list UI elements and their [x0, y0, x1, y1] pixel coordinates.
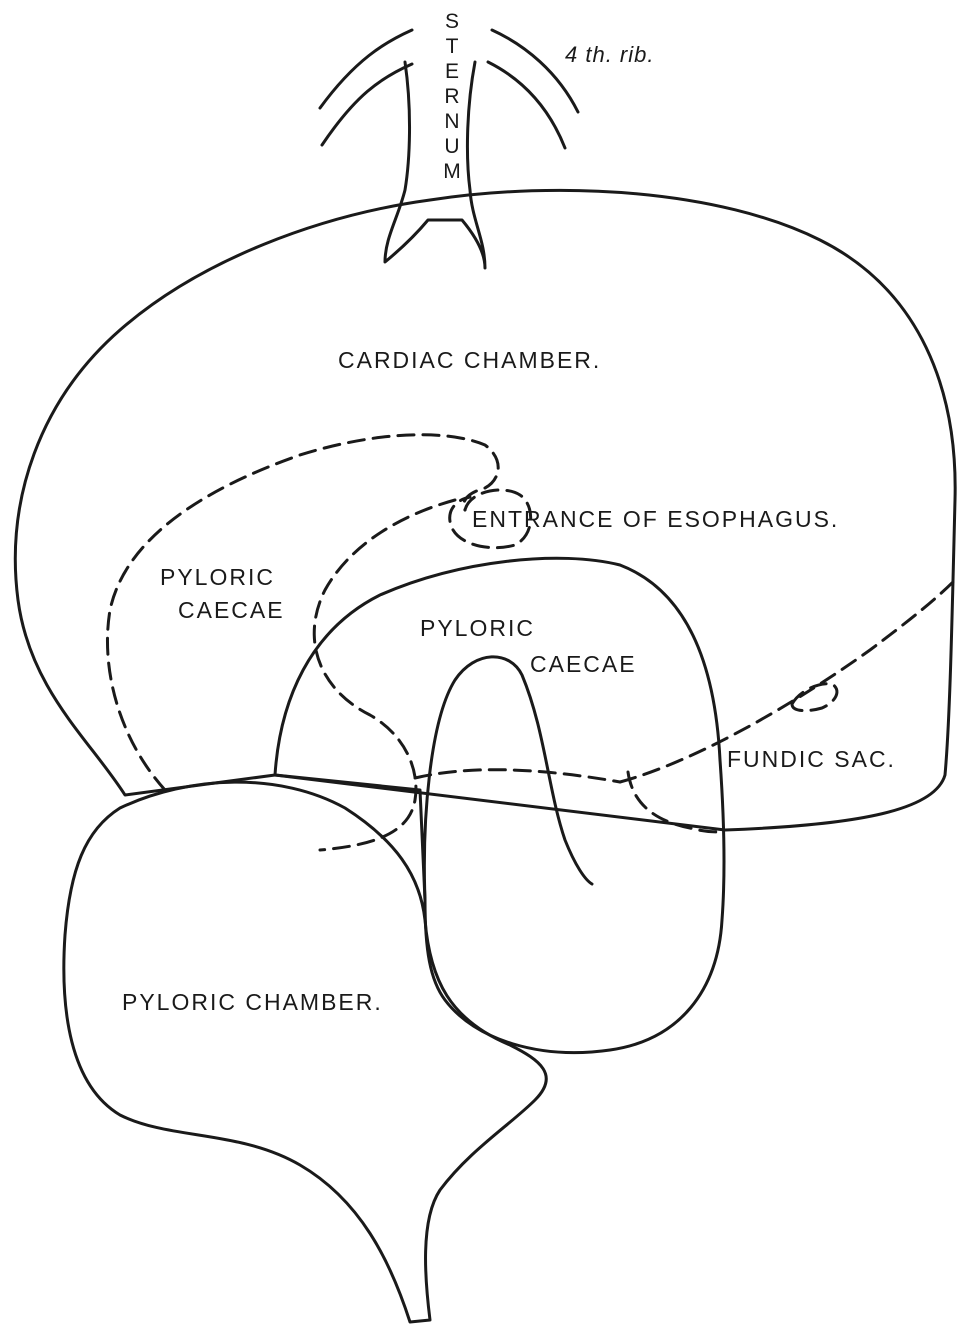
fundic-sac-label: FUNDIC SAC.	[727, 746, 896, 772]
pyloric-chamber-label: PYLORIC CHAMBER.	[122, 989, 383, 1015]
rib-left-lower	[322, 64, 412, 145]
rib-label: 4 th. rib.	[565, 42, 654, 67]
pyloric-chamber	[64, 782, 546, 1322]
sternum-letter: M	[443, 160, 461, 183]
pyloric-caecae-center-label-line2: CAECAE	[530, 651, 637, 677]
sternum-letter: N	[444, 110, 459, 133]
sternum-letter: U	[444, 135, 459, 158]
dashed-caecae-outer	[107, 435, 498, 790]
dashed-caecae-inner	[314, 500, 455, 850]
dashed-fundic-boundary	[415, 770, 620, 782]
sternum-letter: E	[445, 60, 459, 83]
pyloric-caecae-center-label-line1: PYLORIC	[420, 615, 535, 641]
hidden-outlines	[107, 435, 955, 850]
pyloric-caecae-left-label-line1: PYLORIC	[160, 564, 275, 590]
sternum	[385, 62, 485, 268]
dashed-fundic-oval	[792, 684, 837, 711]
labels: 4 th. rib. CARDIAC CHAMBER. ENTRANCE OF …	[122, 42, 896, 1015]
dashed-fundic-hook	[628, 772, 722, 832]
sternum-letter: S	[445, 10, 459, 33]
sternum-letter: R	[444, 85, 459, 108]
pyloric-caecae-inner-lobe	[424, 657, 592, 900]
sternum-letter: T	[446, 35, 459, 58]
sternum-label: S T E R N U M	[443, 10, 461, 183]
pyloric-caecae-left-label-line2: CAECAE	[178, 597, 285, 623]
esophagus-entrance-label: ENTRANCE OF ESOPHAGUS.	[472, 506, 839, 532]
cardiac-chamber-label: CARDIAC CHAMBER.	[338, 347, 601, 373]
